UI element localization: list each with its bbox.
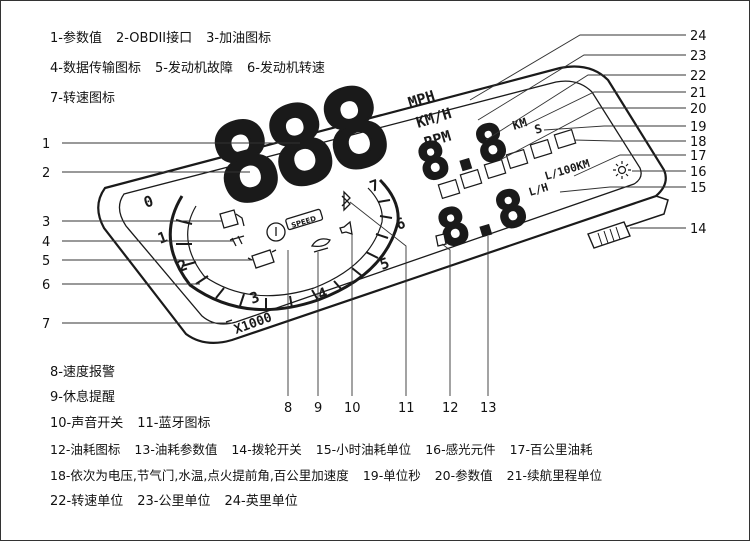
legend-item: 4-数据传输图标 <box>50 61 141 76</box>
unit-km-label: KM <box>511 115 529 133</box>
callout-8: 8 <box>284 401 292 416</box>
tachometer-ticks <box>175 199 393 310</box>
water-temp-icon <box>505 148 529 170</box>
acceleration-icon <box>459 168 483 190</box>
status-icons <box>219 190 447 323</box>
device-inner-screen <box>118 80 642 325</box>
legend-item: 8-速度报警 <box>50 365 115 380</box>
unit-seconds-label: S <box>533 121 544 137</box>
callout-numbers: 1 2 3 4 5 6 7 24 23 22 21 20 19 18 17 16… <box>42 29 707 416</box>
legend-item: 20-参数值 <box>434 468 493 483</box>
legend-item: 22-转速单位 <box>50 494 124 509</box>
callout-3: 3 <box>42 215 50 230</box>
legend-row-8: 8-速度报警 <box>50 365 115 381</box>
legend-item: 11-蓝牙图标 <box>137 416 211 431</box>
engine-fault-icon <box>247 249 277 269</box>
scroll-wheel-housing <box>587 221 631 249</box>
fuel-pump-icon <box>219 209 245 229</box>
legend-item: 17-百公里油耗 <box>509 442 593 457</box>
legend-row-9: 9-休息提醒 <box>50 390 115 406</box>
hud-device <box>97 65 669 345</box>
legend-item: 23-公里单位 <box>137 494 211 509</box>
legend-item: 24-英里单位 <box>224 494 298 509</box>
callout-15: 15 <box>690 181 707 196</box>
tachometer <box>168 178 400 312</box>
legend-item: 14-拨轮开关 <box>231 442 302 457</box>
fuel-consumption-icon <box>435 233 447 247</box>
legend-item: 3-加油图标 <box>206 31 272 46</box>
callout-2: 2 <box>42 166 50 181</box>
legend-row-12: 12-油耗图标 13-油耗参数值 14-拨轮开关 15-小时油耗单位 16-感光元件 17… <box>50 442 593 458</box>
voltage-icon <box>553 128 577 150</box>
callout-9: 9 <box>314 401 322 416</box>
throttle-icon <box>529 138 553 160</box>
tachometer-arc-outer <box>168 178 400 312</box>
rest-reminder-icon <box>310 238 331 253</box>
callout-24: 24 <box>690 29 707 44</box>
device-side-edge <box>597 195 669 237</box>
legend-item: 2-OBDII接口 <box>115 31 193 46</box>
callout-16: 16 <box>690 165 707 180</box>
callout-14: 14 <box>690 222 707 237</box>
callout-1: 1 <box>42 137 50 152</box>
light-sensor-icon <box>613 161 631 179</box>
callout-20: 20 <box>690 102 707 117</box>
parameter-mode-icons <box>437 128 577 200</box>
rpm-icon <box>225 319 233 323</box>
bluetooth-icon <box>341 190 351 212</box>
callout-21: 21 <box>690 86 707 101</box>
legend-item: 1-参数值 <box>50 31 102 46</box>
callout-13: 13 <box>480 401 497 416</box>
legend-item: 5-发动机故障 <box>154 61 233 76</box>
callout-10: 10 <box>344 401 361 416</box>
legend-item: 16-感光元件 <box>425 442 496 457</box>
data-transmission-icon <box>229 235 245 247</box>
callout-11: 11 <box>398 401 415 416</box>
scroll-wheel-ridges <box>597 226 621 246</box>
speed-digits: 888 <box>197 63 399 233</box>
leader-lines <box>62 34 686 396</box>
ignition-advance-icon <box>483 158 507 180</box>
legend-item: 18-依次为电压,节气门,水温,点火提前角,百公里加速度 <box>50 468 349 483</box>
scroll-wheel-switch <box>587 221 631 249</box>
callout-4: 4 <box>42 235 50 250</box>
callout-6: 6 <box>42 278 50 293</box>
legend-row-18: 18-依次为电压,节气门,水温,点火提前角,百公里加速度 19-单位秒 20-参数值… <box>50 468 602 484</box>
callout-17: 17 <box>690 149 707 164</box>
legend-item: 12-油耗图标 <box>50 442 121 457</box>
callout-19: 19 <box>690 120 707 135</box>
tach-label-2: 2 <box>175 256 190 276</box>
callout-5: 5 <box>42 254 50 269</box>
tach-label-0: 0 <box>141 192 156 212</box>
callout-12: 12 <box>442 401 459 416</box>
rpm-mode-icon <box>437 178 461 200</box>
speed-badge-box <box>285 208 324 231</box>
unit-lh-label: L/H <box>527 181 550 199</box>
tach-label-3: 3 <box>247 288 262 308</box>
legend-row-22: 22-转速单位 23-公里单位 24-英里单位 <box>50 494 298 510</box>
legend-item: 6-发动机转速 <box>246 61 325 76</box>
callout-7: 7 <box>42 317 50 332</box>
legend-item: 21-续航里程单位 <box>506 468 603 483</box>
callout-22: 22 <box>690 69 707 84</box>
unit-l100km-label: L/100KM <box>543 157 591 183</box>
callout-23: 23 <box>690 49 707 64</box>
legend-item: 13-油耗参数值 <box>134 442 218 457</box>
legend-item: 10-声音开关 <box>50 416 124 431</box>
legend-row-10: 10-声音开关 11-蓝牙图标 <box>50 416 210 432</box>
tach-label-1: 1 <box>155 228 170 248</box>
device-outer-body <box>97 65 667 345</box>
legend-row-3: 7-转速图标 <box>50 91 115 107</box>
legend-item: 9-休息提醒 <box>50 390 115 405</box>
callout-18: 18 <box>690 135 707 150</box>
legend-row-2: 4-数据传输图标 5-发动机故障 6-发动机转速 <box>50 61 325 77</box>
legend-row-1: 1-参数值 2-OBDII接口 3-加油图标 <box>50 31 271 47</box>
tach-label-5: 5 <box>377 254 392 274</box>
sound-switch-icon <box>339 220 353 235</box>
legend-item: 15-小时油耗单位 <box>315 442 412 457</box>
legend-item: 7-转速图标 <box>50 91 115 106</box>
legend-item: 19-单位秒 <box>362 468 421 483</box>
